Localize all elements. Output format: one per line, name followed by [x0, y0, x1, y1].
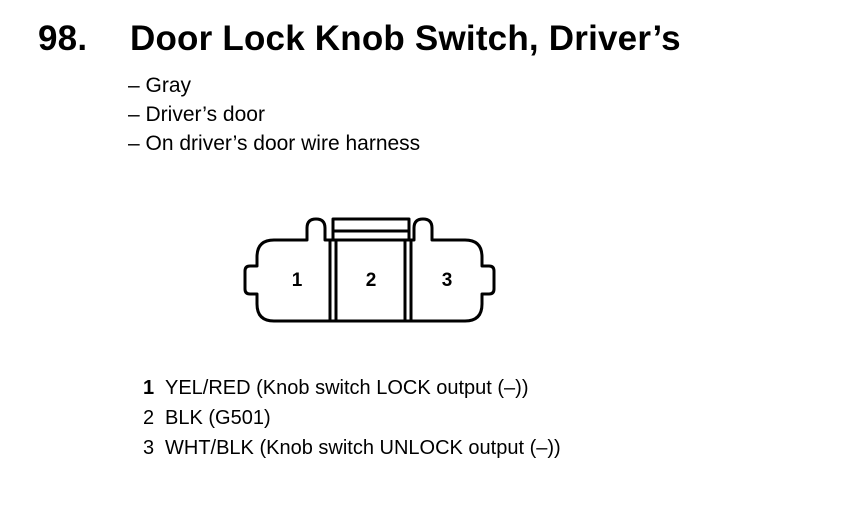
component-number: 98.: [38, 19, 88, 58]
note-harness: – On driver’s door wire harness: [128, 132, 421, 155]
cavity-label-2: 2: [366, 270, 377, 291]
pin-row: 2 BLK (G501): [143, 403, 561, 433]
pin-row: 3 WHT/BLK (Knob switch UNLOCK output (–)): [143, 433, 561, 463]
note-color: – Gray: [128, 74, 192, 97]
component-title: Door Lock Knob Switch, Driver’s: [130, 19, 681, 58]
note-location: – Driver’s door: [128, 103, 265, 126]
pin-description: WHT/BLK (Knob switch UNLOCK output (–)): [165, 437, 561, 459]
pin-number: 3: [143, 437, 155, 459]
component-notes: – Gray – Driver’s door – On driver’s doo…: [128, 71, 420, 158]
pin-description: YEL/RED (Knob switch LOCK output (–)): [165, 377, 529, 399]
cavity-label-1: 1: [292, 270, 303, 291]
connector-housing: [243, 217, 496, 323]
pin-list: 1 YEL/RED (Knob switch LOCK output (–)) 2…: [143, 373, 561, 463]
cavity-label-3: 3: [442, 270, 453, 291]
pin-row: 1 YEL/RED (Knob switch LOCK output (–)): [143, 373, 561, 403]
pin-description: BLK (G501): [165, 407, 271, 429]
pin-number: 1: [143, 377, 155, 399]
pin-number: 2: [143, 407, 155, 429]
